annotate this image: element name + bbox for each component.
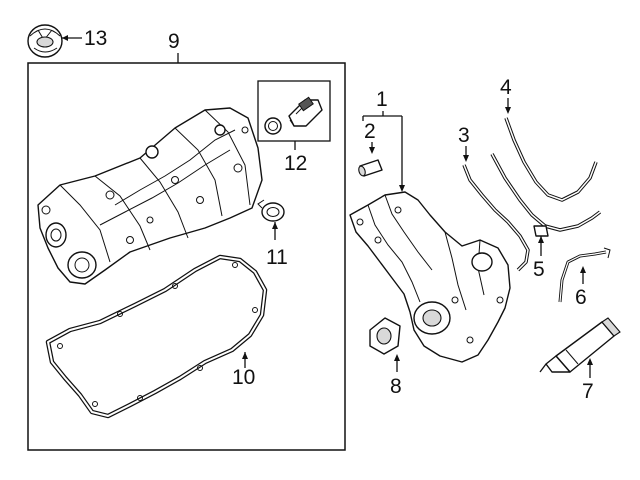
callout-8: 8 [390,354,402,398]
callout-5-label: 5 [533,258,545,281]
timing-cover[interactable] [349,191,511,363]
pcv-kit-inset-box [257,80,331,142]
dowel-pin[interactable] [358,159,383,177]
callout-1-label: 1 [376,88,388,111]
timing-cover-gasket[interactable] [462,164,530,272]
callout-9-label: 9 [168,30,180,53]
oil-filler-cap[interactable] [27,24,63,58]
callout-2: 2 [364,120,376,154]
callout-3: 3 [458,124,470,162]
callout-2-label: 2 [364,120,376,143]
valve-cover[interactable] [37,107,263,285]
callout-10-label: 10 [232,366,255,389]
callout-11: 11 [266,222,288,269]
port-seal[interactable] [369,317,401,355]
callout-6: 6 [575,266,587,309]
callout-7: 7 [582,358,594,403]
callout-3-label: 3 [458,124,470,147]
callout-4-label: 4 [500,76,512,99]
callout-13: 13 [62,27,107,50]
callout-1: 1 [362,88,405,192]
callout-7-label: 7 [582,380,594,403]
hose-clamp[interactable] [257,199,285,222]
clip-seal[interactable] [558,247,611,303]
callout-5: 5 [533,236,545,281]
callout-4: 4 [500,76,512,114]
callout-12-label: 12 [284,152,307,175]
valve-cover-group-box [27,62,346,451]
sealant-tube[interactable] [539,317,621,373]
callout-13-label: 13 [84,27,107,50]
callout-6-label: 6 [575,286,587,309]
pcv-valve-kit[interactable] [264,96,323,135]
callout-11-label: 11 [266,246,288,269]
callout-10: 10 [232,352,255,389]
callout-8-label: 8 [390,375,402,398]
callout-9: 9 [168,30,180,63]
lower-seal[interactable] [490,153,602,237]
upper-gasket-seal[interactable] [504,117,598,202]
valve-cover-gasket[interactable] [45,254,268,419]
callout-12: 12 [284,141,307,175]
